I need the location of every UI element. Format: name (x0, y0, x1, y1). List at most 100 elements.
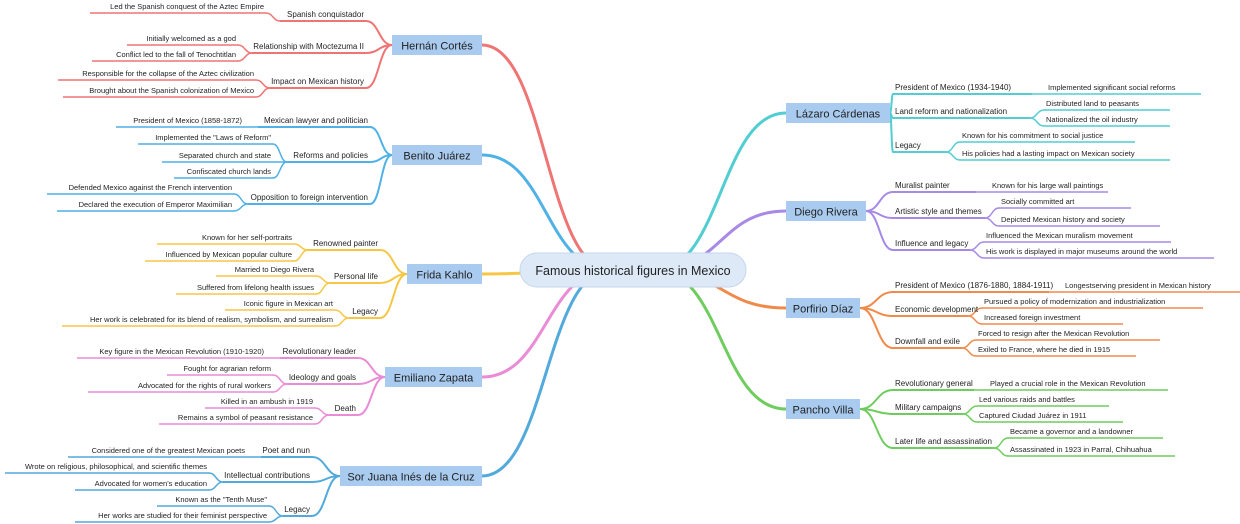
topic-label: President of Mexico (1876-1880, 1884-191… (895, 281, 1054, 290)
detail-label: Declared the execution of Emperor Maximi… (79, 200, 232, 209)
detail-label: Played a crucial role in the Mexican Rev… (990, 379, 1146, 388)
detail-label: Influenced the Mexican muralism movement (986, 231, 1134, 240)
detail-connector (255, 79, 271, 89)
detail-label: Nationalized the oil industry (1046, 115, 1138, 124)
topic-label: Renowned painter (313, 239, 378, 248)
topic-connector (379, 273, 408, 319)
branch-title: Pancho Villa (793, 405, 855, 417)
root-node[interactable]: Famous historical figures in Mexico (519, 252, 747, 288)
branch-node[interactable]: Frida Kahlo (407, 264, 482, 284)
detail-label: His policies had a lasting impact on Mex… (962, 149, 1135, 158)
branch-node[interactable]: Hernán Cortés (392, 35, 482, 55)
detail-connector (255, 87, 271, 98)
topic-label: Impact on Mexican history (271, 77, 364, 86)
detail-label: Forced to resign after the Mexican Revol… (978, 329, 1129, 338)
branch-title: Hernán Cortés (401, 41, 473, 53)
branch-box (786, 201, 866, 221)
detail-connector (272, 161, 288, 179)
topic-label: Land reform and nationalization (895, 107, 1007, 116)
topic-connector (865, 210, 894, 251)
detail-connector (962, 405, 978, 415)
detail-label: Responsible for the collapse of the Azte… (82, 69, 254, 78)
branch-node[interactable]: Porfirio Díaz (786, 298, 860, 318)
topic-connector (865, 191, 894, 212)
detail-label: Her works are studied for their feminist… (98, 511, 267, 520)
detail-label: Socially committed art (1001, 197, 1075, 206)
detail-connector (315, 282, 331, 295)
detail-label: Wrote on religious, philosophical, and s… (25, 462, 207, 471)
topic-label: Spanish conquistador (287, 10, 364, 19)
detail-connector (993, 437, 1009, 449)
branch-node[interactable]: Benito Juárez (392, 145, 482, 165)
branch-box (385, 367, 482, 387)
detail-connector (1029, 109, 1045, 119)
topic-label: Opposition to foreign intervention (251, 193, 368, 202)
detail-label: Influenced by Mexican popular culture (166, 250, 292, 259)
detail-label: Conflict led to the fall of Tenochtitlan (116, 50, 236, 59)
topic-label: Muralist painter (895, 181, 950, 190)
branch-node[interactable]: Diego Rivera (786, 201, 866, 221)
topic-connector (365, 20, 393, 46)
topic-label: Influence and legacy (895, 239, 968, 248)
branch-box (407, 264, 482, 284)
detail-connector (967, 315, 983, 325)
detail-label: Brought about the Spanish colonization o… (89, 86, 254, 95)
topic-label: Intellectual contributions (224, 471, 310, 480)
detail-label: Defended Mexico against the French inter… (69, 183, 232, 192)
topic-connector (357, 357, 386, 378)
detail-connector (233, 203, 249, 212)
detail-connector (945, 141, 961, 153)
detail-connector (208, 472, 224, 483)
branch-node[interactable]: Pancho Villa (786, 399, 860, 419)
branch-box (786, 103, 890, 123)
branch-title: Emiliano Zapata (394, 373, 474, 385)
detail-connector (293, 243, 309, 251)
topic-label: President of Mexico (1934-1940) (895, 83, 1011, 92)
detail-connector (334, 309, 350, 319)
detail-connector (233, 193, 249, 205)
branch-title: Diego Rivera (794, 207, 858, 219)
detail-connector (272, 143, 288, 163)
topic-label: Revolutionary leader (283, 347, 357, 356)
topic-label: Military campaigns (895, 403, 961, 412)
topic-connector (311, 475, 341, 517)
detail-connector (208, 481, 224, 491)
detail-connector (237, 44, 253, 54)
branch-node[interactable]: Sor Juana Inés de la Cruz (340, 466, 482, 486)
detail-connector (268, 515, 284, 523)
detail-label: His work is displayed in major museums a… (986, 247, 1177, 256)
detail-connector (334, 317, 350, 327)
detail-label: Assassinated in 1923 in Parral, Chihuahu… (1010, 445, 1153, 454)
branch-node[interactable]: Emiliano Zapata (385, 367, 482, 387)
topic-label: Legacy (284, 505, 310, 514)
detail-connector (969, 249, 985, 259)
detail-connector (315, 275, 331, 284)
topic-label: Revolutionary general (895, 379, 973, 388)
topic-label: Downfall and exile (895, 337, 960, 346)
topic-connector (369, 126, 393, 156)
branch-box (392, 145, 482, 165)
topic-label: Economic development (895, 305, 979, 314)
detail-label: Iconic figure in Mexican art (244, 299, 334, 308)
branch-node[interactable]: Lázaro Cárdenas (786, 103, 890, 123)
branch-title: Lázaro Cárdenas (796, 109, 881, 121)
detail-label: Increased foreign investment (984, 313, 1081, 322)
topic-label: Mexican lawyer and politician (264, 116, 368, 125)
detail-label: Advocated for women's education (95, 479, 207, 488)
topic-connector (365, 44, 393, 89)
detail-label: Longestserving president in Mexican hist… (1065, 281, 1211, 290)
topic-label: Legacy (895, 141, 921, 150)
topic-connector (369, 154, 393, 205)
topic-connector (859, 389, 894, 410)
detail-label: Implemented the "Laws of Reform" (155, 133, 271, 142)
detail-connector (268, 505, 284, 517)
topic-label: Poet and nun (262, 446, 310, 455)
topic-label: Reforms and policies (293, 151, 368, 160)
topic-connector (859, 291, 894, 309)
detail-label: Known for his large wall paintings (992, 181, 1104, 190)
detail-connector (945, 151, 961, 161)
detail-label: Captured Ciudad Juárez in 1911 (979, 411, 1086, 420)
detail-label: Pursued a policy of modernization and in… (984, 297, 1165, 306)
root-title: Famous historical figures in Mexico (535, 264, 730, 278)
